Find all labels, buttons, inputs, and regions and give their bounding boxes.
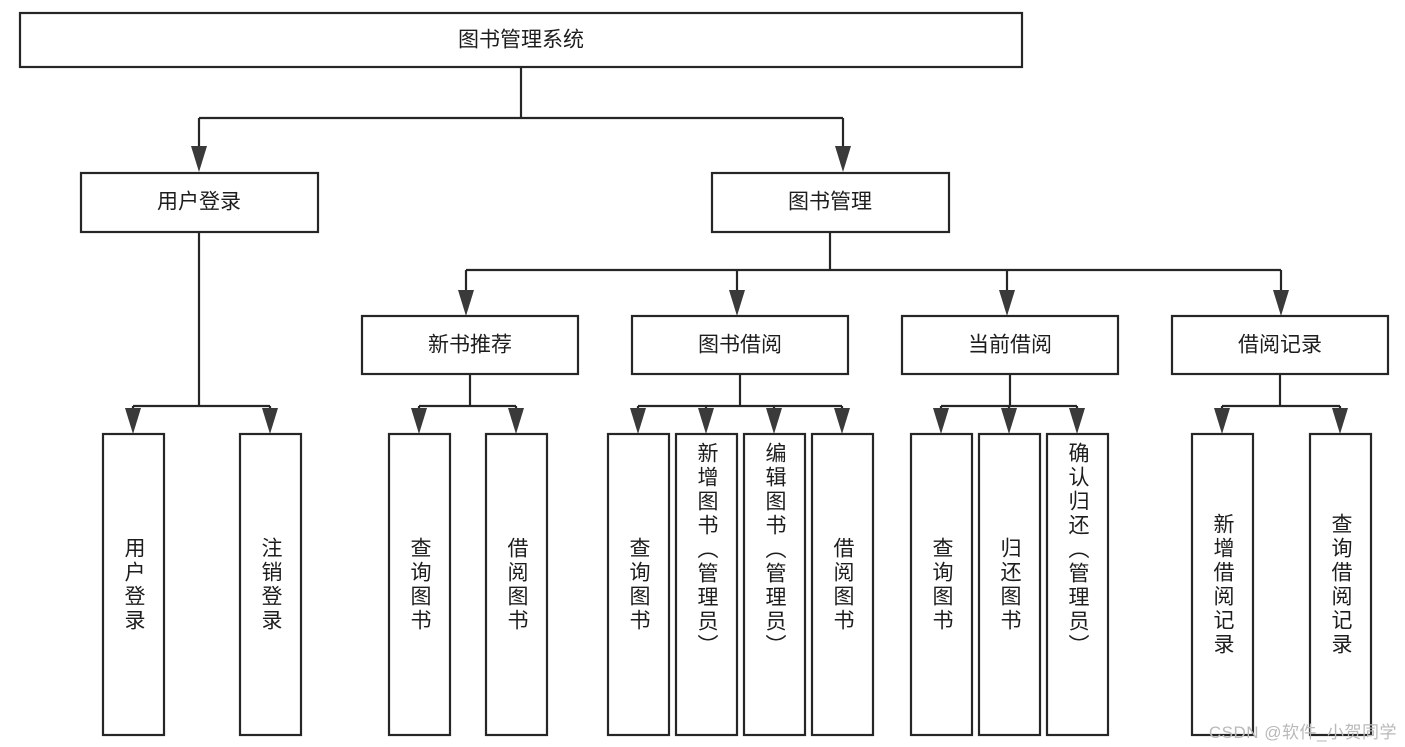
leaf-box-query-book-1[interactable]: [387, 432, 452, 737]
node-user-login-box: [79, 171, 320, 234]
leaf-box-user-login[interactable]: [101, 432, 166, 737]
node-borrow-record[interactable]: 借阅记录: [1170, 314, 1390, 376]
arrow-head-icon: [1332, 408, 1348, 434]
leaf-box-borrow-book-2[interactable]: [810, 432, 875, 737]
arrow-head-icon: [262, 408, 278, 434]
leaf-box-query-borrow-record[interactable]: [1308, 432, 1373, 737]
arrow-head-icon: [1001, 408, 1017, 434]
node-borrow-record-label: 借阅记录: [1238, 334, 1322, 357]
arrow-head-icon: [508, 408, 524, 434]
arrow-head-icon: [1069, 408, 1085, 434]
node-current-borrow-box: [900, 314, 1120, 376]
arrow-head-icon: [125, 408, 141, 434]
leaf-box-return-book[interactable]: [977, 432, 1042, 737]
node-book-management-box: [710, 171, 951, 234]
connector-user-login-to-leaves: [125, 232, 278, 434]
arrow-head-icon: [458, 290, 474, 316]
node-book-borrow-label: 图书借阅: [698, 334, 782, 357]
node-new-book-recommend-box: [360, 314, 580, 376]
arrow-head-icon: [999, 290, 1015, 316]
arrow-head-icon: [411, 408, 427, 434]
connector-book-borrow-to-leaves: [630, 374, 850, 434]
leaf-box-edit-book-admin[interactable]: [742, 432, 807, 737]
connector-book-mgmt-to-level3: [458, 232, 1289, 316]
node-user-login[interactable]: 用户登录: [79, 171, 320, 234]
node-current-borrow-label: 当前借阅: [968, 334, 1052, 357]
node-current-borrow[interactable]: 当前借阅: [900, 314, 1120, 376]
arrow-head-icon: [630, 408, 646, 434]
arrow-head-icon: [729, 290, 745, 316]
arrow-head-icon: [698, 408, 714, 434]
leaf-box-logout[interactable]: [238, 432, 303, 737]
node-book-management[interactable]: 图书管理: [710, 171, 951, 234]
connector-root-to-level2: [191, 67, 851, 172]
node-root-box: [18, 11, 1024, 69]
node-root-label: 图书管理系统: [458, 29, 584, 52]
arrow-head-icon: [933, 408, 949, 434]
arrow-head-icon: [834, 408, 850, 434]
node-new-book-recommend-label: 新书推荐: [428, 334, 512, 357]
node-user-login-label: 用户登录: [157, 191, 241, 214]
arrow-head-icon: [191, 146, 207, 172]
node-book-management-label: 图书管理: [788, 191, 872, 214]
watermark: CSDN @软件_小贺同学: [1208, 723, 1397, 742]
connector-new-book-to-leaves: [411, 374, 524, 434]
connector-borrow-record-to-leaves: [1214, 374, 1348, 434]
node-new-book-recommend[interactable]: 新书推荐: [360, 314, 580, 376]
node-book-borrow-box: [630, 314, 850, 376]
leaf-box-add-borrow-record[interactable]: [1190, 432, 1255, 737]
connector-current-borrow-to-leaves: [933, 374, 1085, 434]
arrow-head-icon: [1214, 408, 1230, 434]
node-borrow-record-box: [1170, 314, 1390, 376]
arrow-head-icon: [835, 146, 851, 172]
leaf-box-add-book-admin[interactable]: [674, 432, 739, 737]
leaf-box-confirm-return-admin[interactable]: [1045, 432, 1110, 737]
leaf-box-query-book-3[interactable]: [909, 432, 974, 737]
leaf-box-query-book-2[interactable]: [606, 432, 671, 737]
arrow-head-icon: [766, 408, 782, 434]
leaf-box-borrow-book-1[interactable]: [484, 432, 549, 737]
node-book-borrow[interactable]: 图书借阅: [630, 314, 850, 376]
arrow-head-icon: [1273, 290, 1289, 316]
node-root-book-management-system[interactable]: 图书管理系统: [18, 11, 1024, 69]
